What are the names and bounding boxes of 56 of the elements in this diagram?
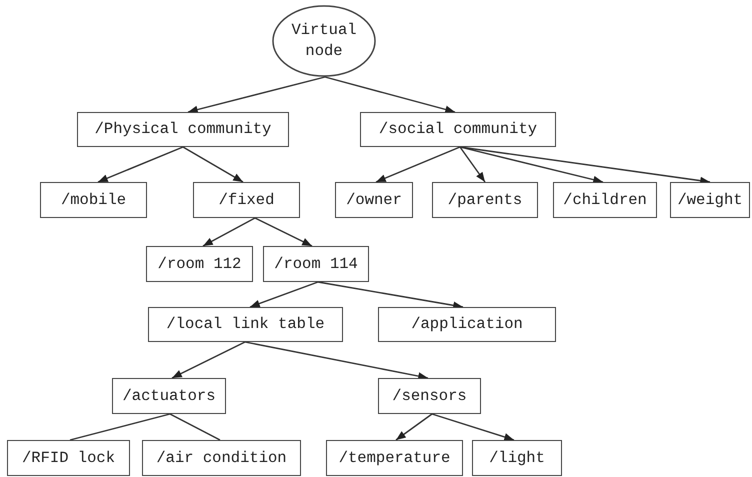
node-label: /local link table: [166, 314, 325, 335]
node-label: /room 112: [158, 254, 242, 274]
process-box: [146, 246, 253, 282]
arrow: [460, 146, 604, 184]
process-box: [77, 112, 289, 147]
arrow: [396, 413, 432, 441]
process-box: [335, 182, 413, 218]
arrow: [172, 341, 246, 379]
process-box: [148, 307, 343, 342]
node-label: Virtual node: [290, 20, 358, 62]
arrow: [324, 76, 456, 114]
process-box: [193, 182, 300, 218]
arrow: [188, 76, 326, 114]
arrow: [250, 281, 318, 308]
arrow: [459, 146, 486, 182]
node-label: /room 114: [274, 254, 358, 274]
process-box: [670, 182, 750, 218]
node-label: /weight: [677, 190, 743, 210]
process-box: [360, 112, 556, 147]
node-label: /fixed: [218, 190, 274, 210]
process-box: [472, 440, 562, 476]
arrow: [182, 146, 244, 183]
node-label: /parents: [448, 190, 522, 210]
arrow: [318, 281, 464, 310]
node-label: /sensors: [392, 386, 467, 406]
arrow: [376, 146, 460, 183]
node-label: /owner: [346, 190, 402, 210]
process-box: [432, 182, 538, 218]
node-label: /application: [411, 314, 523, 335]
ellipse-node: [272, 5, 376, 77]
process-box: [553, 182, 657, 218]
arrow: [432, 413, 514, 441]
node-label: /mobile: [60, 190, 126, 210]
node-label: /children: [563, 190, 647, 210]
node-label: /actuators: [122, 386, 216, 406]
node-label: /air condition: [156, 448, 287, 468]
connector-line: [170, 413, 220, 441]
node-label: /RFID lock: [22, 448, 115, 468]
node-label: /temperature: [338, 448, 450, 468]
process-box: [263, 246, 369, 282]
process-box: [378, 307, 556, 342]
arrow: [254, 217, 312, 247]
node-label: /light: [489, 448, 545, 468]
arrow: [98, 146, 184, 183]
process-box: [7, 440, 130, 476]
node-label: /Physical community: [94, 119, 272, 140]
arrow: [244, 341, 428, 380]
arrow: [460, 146, 710, 185]
arrow: [202, 217, 256, 247]
node-label: /social community: [378, 119, 538, 140]
process-box: [142, 440, 301, 476]
process-box: [378, 378, 481, 414]
connector-line: [70, 413, 170, 441]
process-box: [112, 378, 226, 414]
process-box: [40, 182, 147, 218]
process-box: [326, 440, 463, 476]
